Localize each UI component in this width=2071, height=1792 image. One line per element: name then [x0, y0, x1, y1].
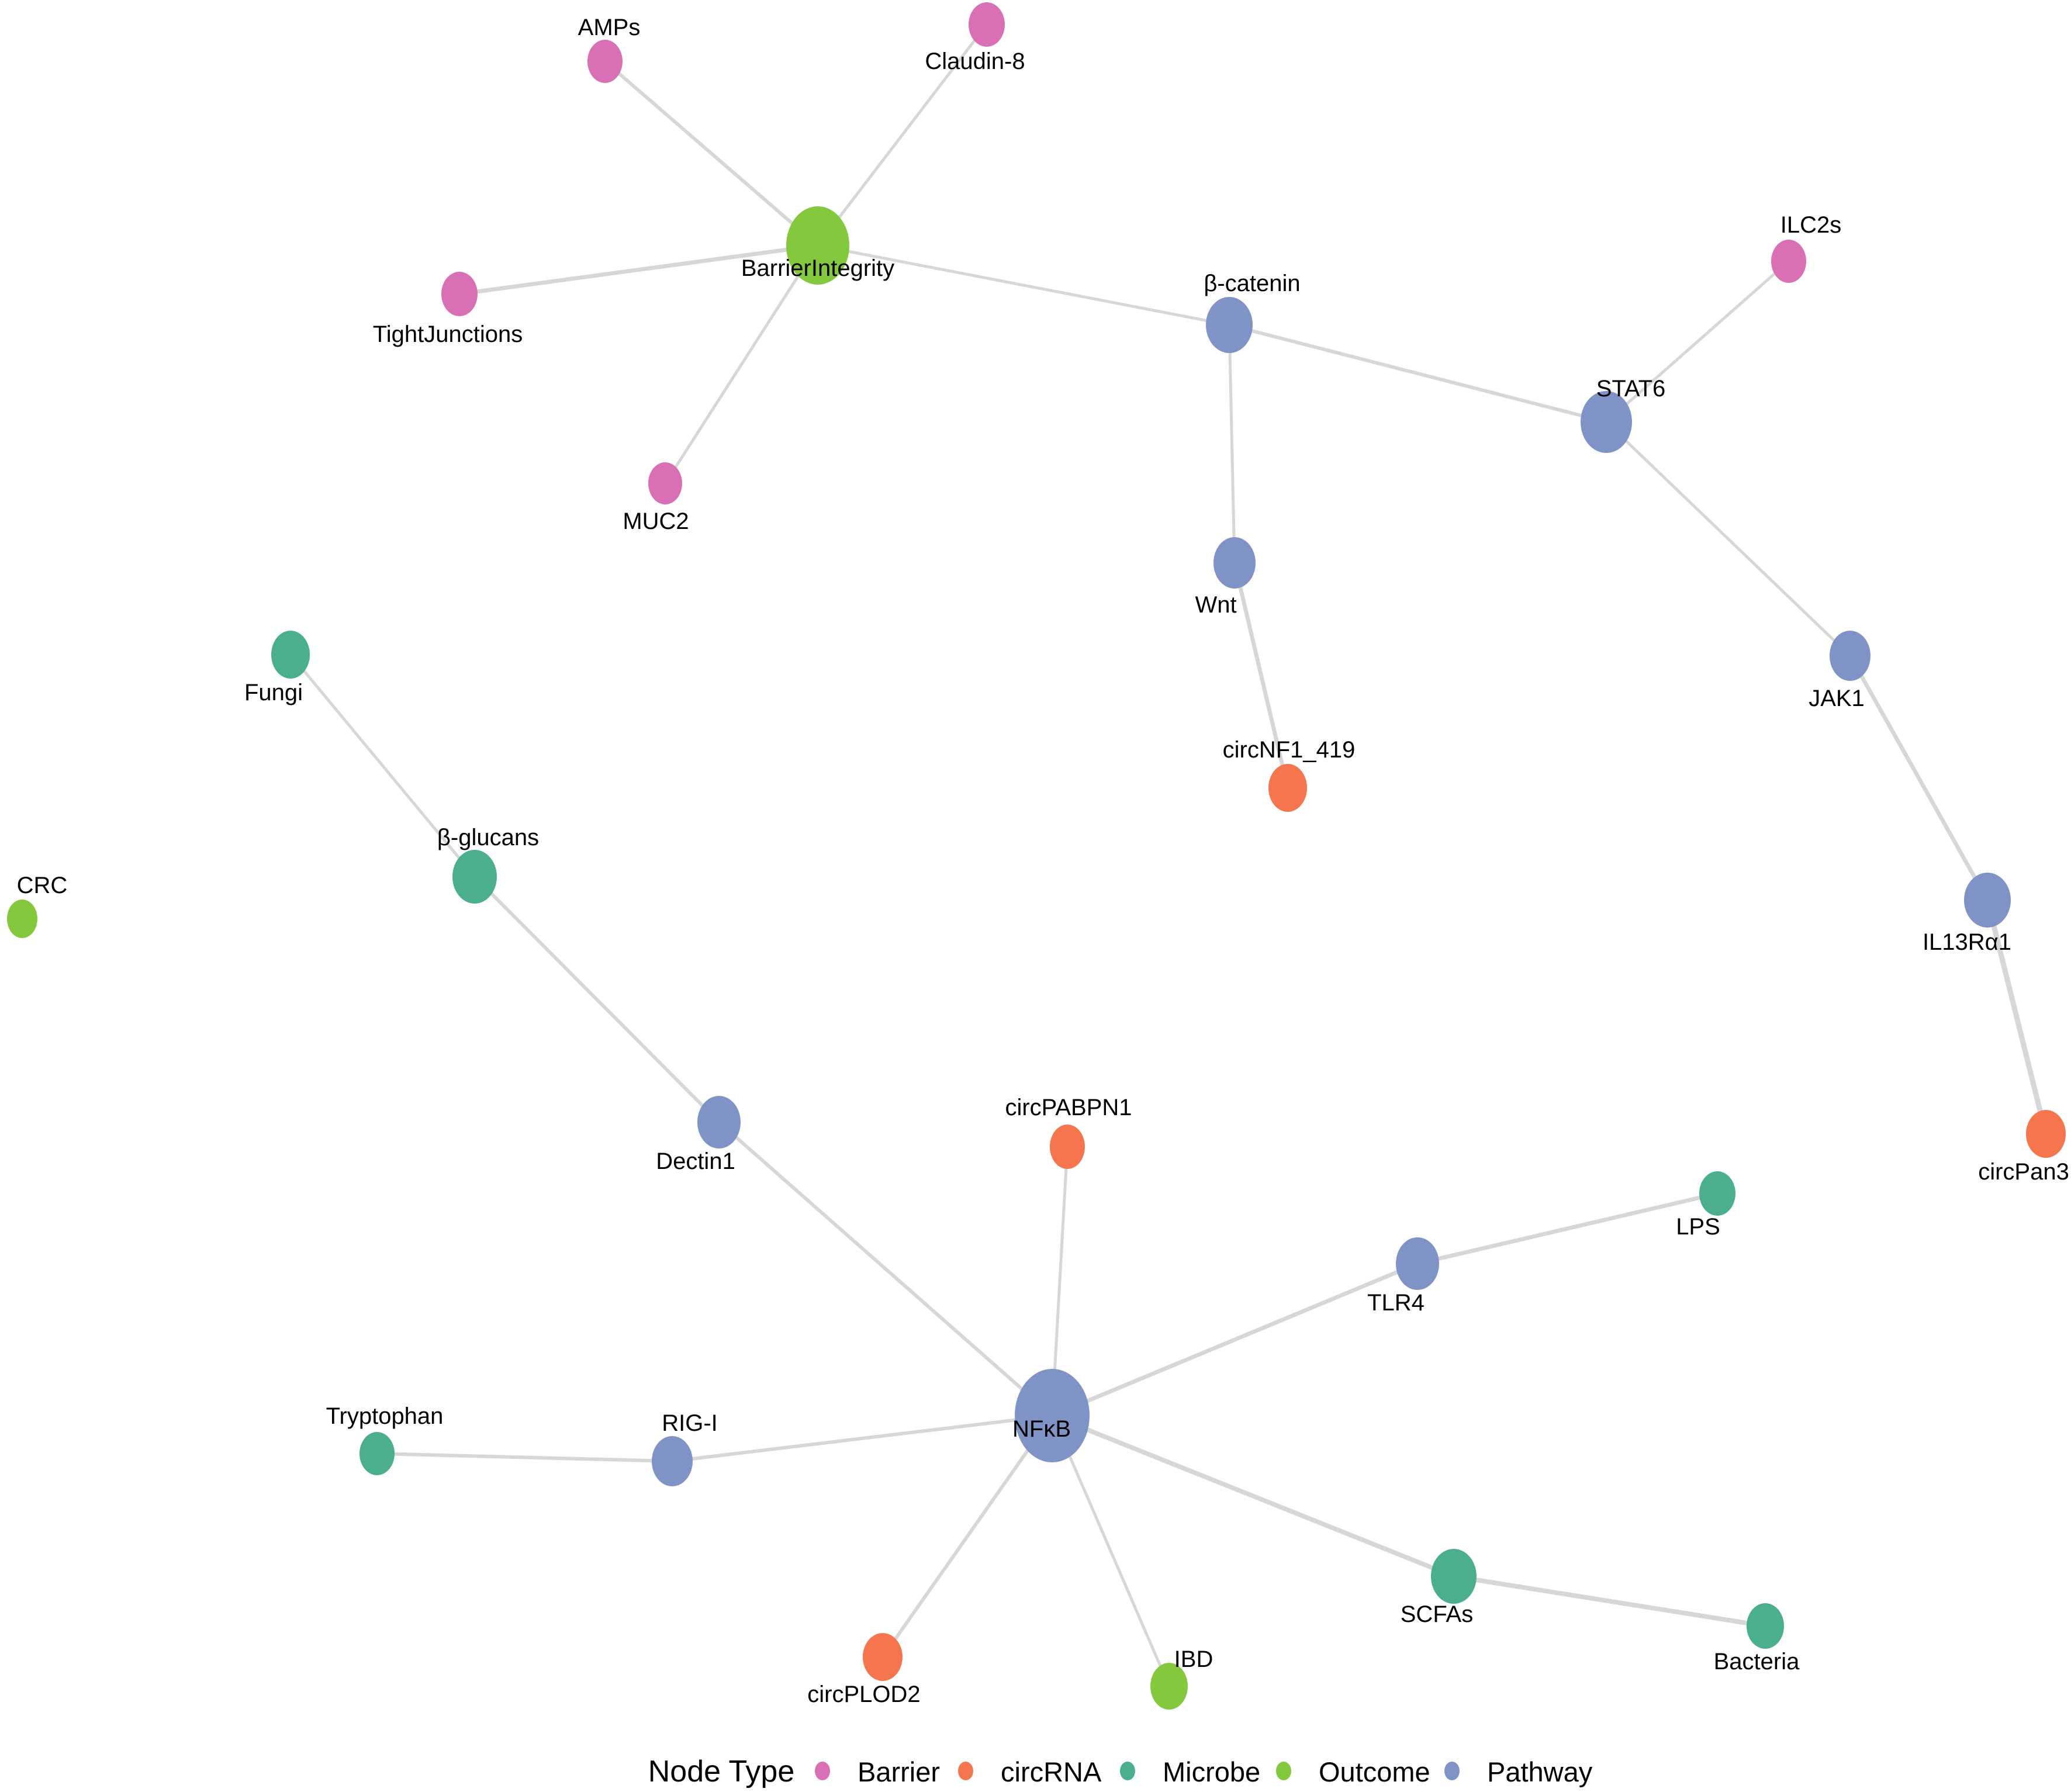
- node-scfas: [1431, 1549, 1477, 1604]
- node-label-muc2: MUC2: [623, 508, 689, 534]
- node-muc2: [648, 462, 682, 504]
- node-label-amps: AMPs: [578, 15, 641, 40]
- edge-beta-catenin--wnt: [1228, 323, 1236, 565]
- node-label-circnf1-419: circNF1_419: [1223, 737, 1356, 763]
- node-stat6: [1581, 391, 1632, 453]
- edge-nfkb--circplod2: [881, 1414, 1054, 1659]
- edge-nfkb--scfas: [1050, 1413, 1456, 1579]
- edges-layer: [289, 23, 2049, 1688]
- legend-label-circrna: circRNA: [1001, 1756, 1102, 1787]
- edge-ilc2s--stat6: [1605, 260, 1790, 424]
- edge-stat6--jak1: [1605, 420, 1852, 658]
- legend-dot-barrier: [815, 1762, 830, 1780]
- legend-label-outcome: Outcome: [1319, 1756, 1430, 1787]
- node-claudin-8: [969, 2, 1005, 47]
- node-nfkb: [1015, 1369, 1090, 1462]
- node-label-beta-glucans: β-glucans: [437, 825, 539, 850]
- legend-label-pathway: Pathway: [1487, 1756, 1593, 1787]
- node-label-ilc2s: ILC2s: [1780, 212, 1842, 238]
- node-label-barrier-integrity: BarrierIntegrity: [741, 255, 894, 281]
- legend-dot-outcome: [1276, 1762, 1291, 1780]
- node-beta-catenin: [1206, 297, 1253, 353]
- edge-barrier-integrity--beta-catenin: [816, 244, 1231, 327]
- node-label-circpabpn1: circPABPN1: [1005, 1095, 1132, 1120]
- node-fungi: [271, 631, 310, 679]
- edge-amps--barrier-integrity: [603, 60, 820, 247]
- node-tight-junctions: [441, 272, 478, 316]
- node-lps: [1699, 1171, 1735, 1216]
- legend-title: Node Type: [648, 1755, 795, 1788]
- edge-lps--tlr4: [1415, 1191, 1720, 1266]
- node-il13ra1: [1964, 873, 2011, 928]
- node-label-stat6: STAT6: [1596, 376, 1666, 402]
- node-label-circplod2: circPLOD2: [807, 1682, 920, 1707]
- edge-claudin-8--barrier-integrity: [816, 23, 988, 247]
- node-label-claudin-8: Claudin-8: [925, 49, 1025, 74]
- nodes-layer: [7, 2, 2066, 1710]
- edge-beta-catenin--stat6: [1228, 323, 1608, 424]
- edge-jak1--il13ra1: [1848, 653, 1990, 902]
- node-label-tryptophan: Tryptophan: [326, 1403, 444, 1429]
- node-crc: [7, 900, 37, 938]
- node-label-dectin1: Dectin1: [656, 1148, 735, 1174]
- node-ilc2s: [1771, 240, 1806, 283]
- legend-dot-circrna: [958, 1762, 973, 1780]
- node-label-crc: CRC: [17, 873, 68, 898]
- node-beta-glucans: [452, 850, 497, 904]
- node-label-ibd: IBD: [1174, 1646, 1213, 1672]
- node-label-rig-i: RIG-I: [662, 1410, 718, 1436]
- legend-dot-pathway: [1444, 1762, 1460, 1780]
- node-label-tlr4: TLR4: [1367, 1290, 1425, 1316]
- node-wnt: [1213, 537, 1256, 589]
- edge-wnt--circnf1-419: [1232, 561, 1290, 790]
- edge-muc2--barrier-integrity: [663, 244, 820, 485]
- node-circplod2: [863, 1633, 903, 1681]
- legend: Node Type Barrier circRNA Microbe Outcome Pat…: [648, 1755, 1593, 1788]
- node-label-wnt: Wnt: [1195, 592, 1236, 618]
- edge-tlr4--nfkb: [1050, 1261, 1420, 1418]
- node-amps: [587, 40, 623, 83]
- node-label-circpan3: circPan3: [1978, 1159, 2069, 1185]
- node-label-lps: LPS: [1676, 1214, 1720, 1240]
- edge-scfas--bacteria: [1451, 1574, 1768, 1628]
- node-label-bacteria: Bacteria: [1714, 1649, 1800, 1675]
- node-label-jak1: JAK1: [1809, 686, 1865, 711]
- node-rig-i: [652, 1436, 693, 1486]
- node-label-scfas: SCFAs: [1401, 1601, 1473, 1627]
- node-dectin1: [697, 1096, 741, 1148]
- edge-tryptophan--rig-i: [375, 1452, 674, 1463]
- node-label-fungi: Fungi: [244, 680, 303, 705]
- node-bacteria: [1747, 1603, 1784, 1649]
- edge-nfkb--ibd: [1050, 1414, 1171, 1688]
- node-circpan3: [2026, 1110, 2066, 1158]
- node-circpabpn1: [1050, 1125, 1085, 1169]
- edge-dectin1--nfkb: [717, 1120, 1054, 1417]
- node-circnf1-419: [1268, 764, 1307, 812]
- node-barrier-integrity: [786, 206, 849, 285]
- node-label-tight-junctions: TightJunctions: [373, 321, 523, 347]
- edge-rig-i--nfkb: [670, 1414, 1054, 1463]
- edge-il13ra1--circpan3: [1984, 897, 2049, 1137]
- node-ibd: [1150, 1663, 1188, 1710]
- legend-dot-microbe: [1120, 1762, 1135, 1780]
- node-label-il13ra1: IL13Rα1: [1923, 929, 2011, 955]
- node-jak1: [1830, 631, 1871, 681]
- node-labels-layer: AMPsClaudin-8BarrierIntegrityTightJuncti…: [17, 15, 2069, 1707]
- edge-tight-junctions--barrier-integrity: [457, 243, 820, 296]
- edge-fungi--beta-glucans: [289, 653, 476, 878]
- node-label-beta-catenin: β-catenin: [1204, 271, 1300, 296]
- edge-beta-glucans--dectin1: [473, 875, 721, 1124]
- node-label-nfkb: NFκB: [1012, 1416, 1071, 1442]
- node-tryptophan: [359, 1432, 395, 1475]
- node-tlr4: [1396, 1237, 1439, 1290]
- legend-label-microbe: Microbe: [1163, 1756, 1260, 1787]
- legend-label-barrier: Barrier: [858, 1756, 940, 1787]
